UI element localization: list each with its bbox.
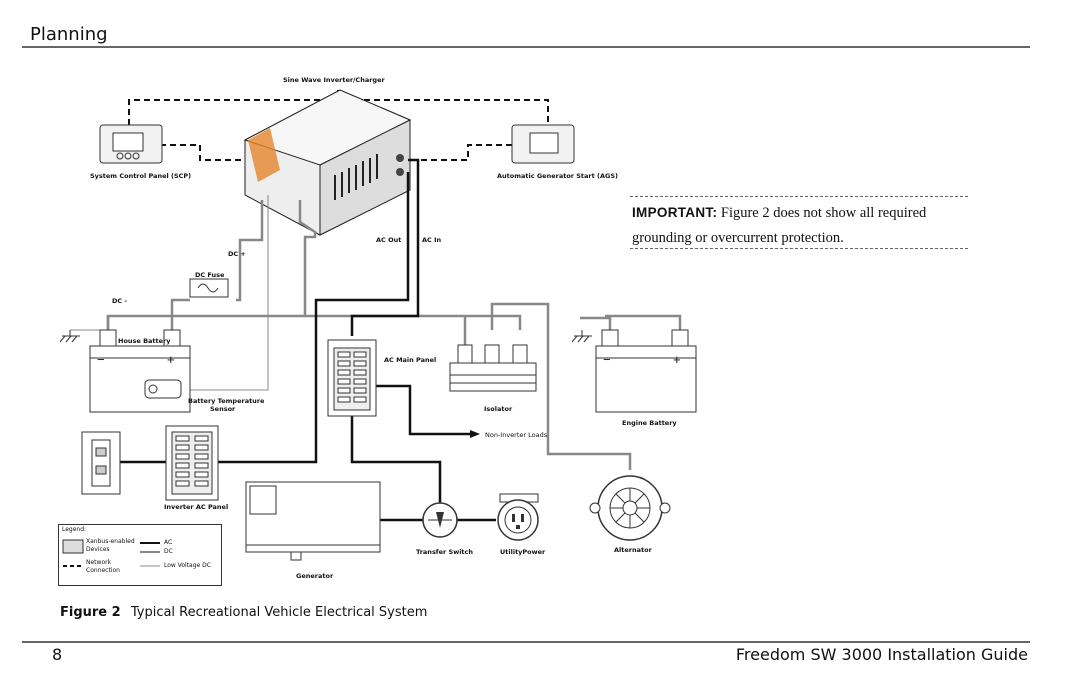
- inverter-label: Sine Wave Inverter/Charger: [283, 76, 385, 84]
- ac-main-panel-label: AC Main Panel: [384, 356, 437, 364]
- utility-power-label: UtilityPower: [500, 548, 546, 556]
- utility-power-device: [497, 493, 539, 541]
- generator-device: [245, 481, 381, 561]
- engine-battery-plus: +: [673, 352, 681, 367]
- footer-rule: [22, 641, 1030, 643]
- generator-label: Generator: [296, 572, 334, 580]
- house-battery: [89, 329, 191, 413]
- header-rule: [22, 46, 1030, 48]
- outlet-device: [81, 431, 121, 495]
- scp-label: System Control Panel (SCP): [90, 172, 192, 180]
- alternator-label: Alternator: [614, 546, 652, 554]
- important-top-dash: [630, 196, 968, 197]
- transfer-switch-device: [422, 502, 458, 538]
- house-battery-label: House Battery: [118, 337, 171, 345]
- legend-box: [58, 524, 222, 586]
- important-label: IMPORTANT:: [632, 205, 718, 220]
- temp-sensor-label-2: Sensor: [210, 405, 236, 413]
- dc-minus-label: DC -: [112, 297, 128, 305]
- legend-network-2: Connection: [86, 567, 120, 574]
- legend-network-1: Network: [86, 559, 112, 566]
- legend-ac: AC: [164, 539, 173, 546]
- dc-plus-label: DC +: [228, 250, 246, 258]
- inverter-ac-panel-device: [165, 425, 219, 501]
- ac-out-label: AC Out: [376, 236, 402, 244]
- legend-dc: DC: [164, 548, 173, 555]
- ags-label: Automatic Generator Start (AGS): [497, 172, 618, 180]
- transfer-switch-label: Transfer Switch: [416, 548, 474, 556]
- dc-fuse-box: [189, 278, 229, 298]
- legend-xanbus-1: Xanbus-enabled: [86, 538, 135, 545]
- temp-sensor-label-1: Battery Temperature: [188, 397, 265, 405]
- engine-battery: [595, 329, 697, 413]
- important-text: Figure 2 does not show all required grou…: [632, 205, 927, 246]
- electrical-diagram: [59, 89, 697, 567]
- ac-main-panel-device: [327, 339, 377, 417]
- isolator-label: Isolator: [484, 405, 513, 413]
- inverter-device: [243, 89, 412, 236]
- document-title: Freedom SW 3000 Installation Guide: [735, 645, 1028, 664]
- page-number: 8: [52, 645, 63, 664]
- alternator-device: [589, 475, 671, 541]
- engine-battery-label: Engine Battery: [622, 419, 677, 427]
- house-battery-plus: +: [167, 352, 175, 367]
- non-inverter-loads-label: Non-Inverter Loads: [485, 431, 548, 439]
- section-header: Planning: [30, 24, 108, 45]
- inverter-ac-panel-label: Inverter AC Panel: [164, 503, 229, 511]
- figure-caption: Figure 2 Typical Recreational Vehicle El…: [60, 605, 427, 620]
- ac-in-label: AC In: [422, 236, 442, 244]
- isolator-device: [449, 344, 537, 392]
- legend-low-voltage-dc: Low Voltage DC: [164, 562, 211, 569]
- dc-fuse-label: DC Fuse: [195, 271, 225, 279]
- house-battery-minus: −: [97, 352, 105, 367]
- ags-device: [511, 124, 575, 164]
- figure-number: Figure 2: [60, 605, 121, 620]
- legend-xanbus-2: Devices: [86, 546, 110, 553]
- legend-title: Legend:: [62, 526, 87, 533]
- important-bottom-dash: [630, 248, 968, 249]
- important-note: IMPORTANT: Figure 2 does not show all re…: [632, 200, 968, 251]
- scp-device: [99, 124, 163, 164]
- engine-battery-minus: −: [603, 352, 611, 367]
- figure-title: Typical Recreational Vehicle Electrical …: [130, 605, 428, 620]
